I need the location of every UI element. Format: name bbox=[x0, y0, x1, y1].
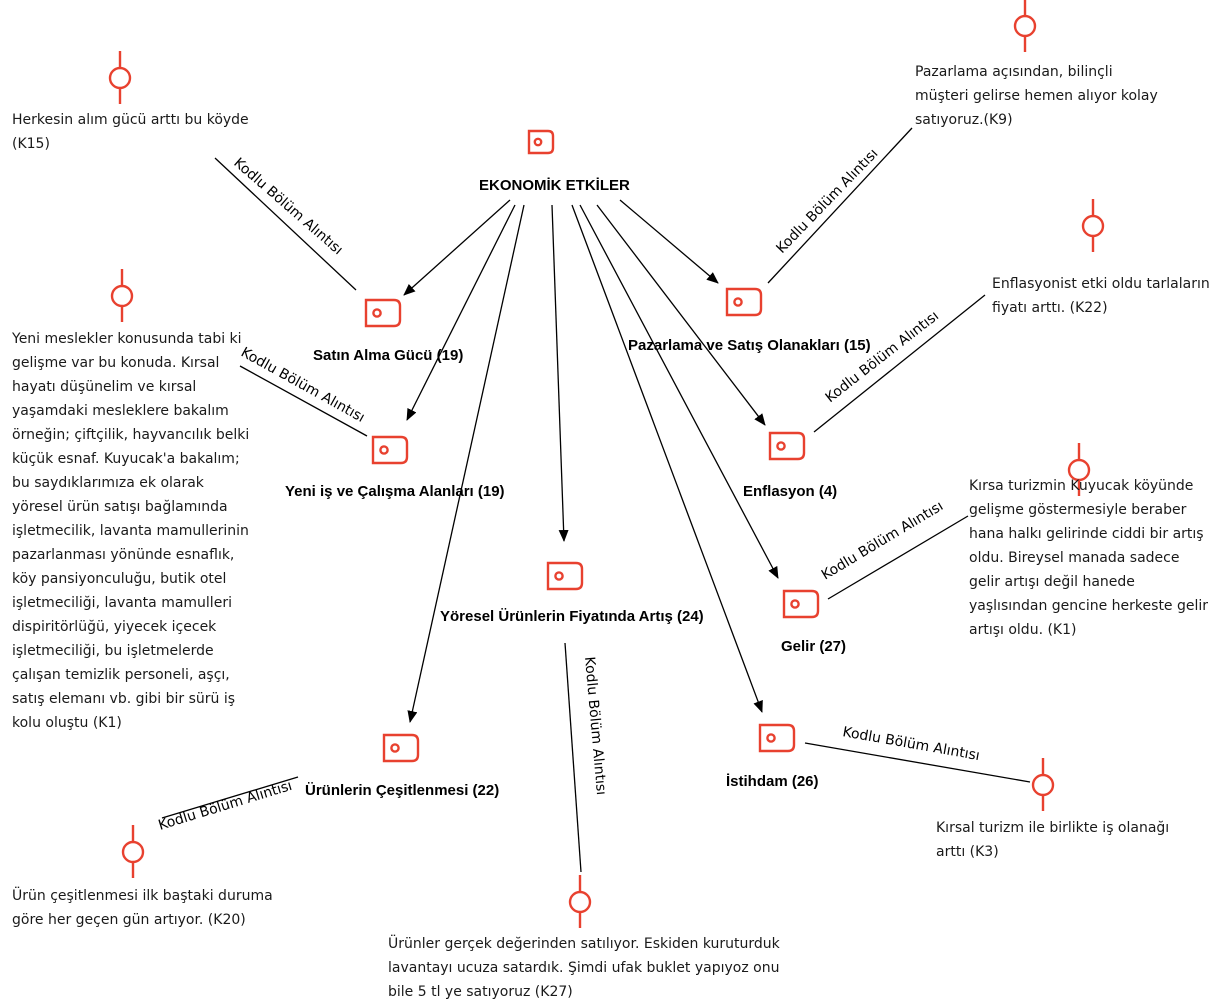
code-title-urun-cesit[interactable]: Ürünlerin Çeşitlenmesi (22) bbox=[305, 782, 499, 799]
code-title-enflasyon[interactable]: Enflasyon (4) bbox=[743, 483, 837, 500]
edge-label-istihdam: Kodlu Bölüm Alıntısı bbox=[841, 724, 981, 764]
link-yoresel bbox=[564, 642, 582, 873]
quote-yeni-is[interactable]: Yeni meslekler konusunda tabi ki gelişme… bbox=[12, 331, 250, 731]
link-pazarlama bbox=[767, 127, 913, 284]
quote-urun-cesit[interactable]: Ürün çeşitlenmesi ilk baştaki duruma gör… bbox=[12, 888, 273, 928]
quote-pin-icon[interactable] bbox=[110, 269, 134, 322]
quote-pin-icon[interactable] bbox=[1067, 443, 1091, 496]
code-icon[interactable] bbox=[364, 298, 402, 328]
arrow-to-yoresel bbox=[551, 204, 569, 542]
code-icon[interactable] bbox=[725, 287, 763, 317]
code-title-satin-alma[interactable]: Satın Alma Gücü (19) bbox=[313, 347, 463, 364]
code-icon[interactable] bbox=[382, 733, 420, 763]
arrow-to-satin-alma bbox=[403, 199, 511, 296]
link-yeni-is bbox=[239, 365, 368, 437]
code-icon[interactable] bbox=[371, 435, 409, 465]
quote-pin-icon[interactable] bbox=[108, 51, 132, 104]
node-titles: EKONOMİK ETKİLER Satın Alma Gücü (19) Pa… bbox=[285, 177, 871, 799]
code-icon[interactable] bbox=[527, 129, 555, 155]
quote-icons bbox=[108, 0, 1105, 928]
edge-label-urun-cesit: Kodlu Bölüm Alıntısı bbox=[156, 778, 294, 834]
link-enflasyon bbox=[813, 294, 986, 433]
code-icon[interactable] bbox=[768, 431, 806, 461]
arrow-to-gelir bbox=[579, 204, 779, 579]
quote-pin-icon[interactable] bbox=[121, 825, 145, 878]
link-urun-cesit bbox=[161, 776, 299, 819]
quote-yoresel[interactable]: Ürünler gerçek değerinden satılıyor. Esk… bbox=[388, 936, 780, 1000]
edge-label-pazarlama: Kodlu Bölüm Alıntısı bbox=[773, 146, 881, 257]
code-title-pazarlama[interactable]: Pazarlama ve Satış Olanakları (15) bbox=[628, 337, 871, 354]
link-istihdam bbox=[804, 742, 1031, 783]
quote-links bbox=[161, 127, 1031, 873]
arrow-to-enflasyon bbox=[596, 204, 766, 426]
relation-arrows bbox=[403, 199, 779, 723]
central-code-title[interactable]: EKONOMİK ETKİLER bbox=[479, 177, 630, 194]
code-title-istihdam[interactable]: İstihdam (26) bbox=[726, 773, 819, 790]
quote-pin-icon[interactable] bbox=[568, 875, 592, 928]
code-title-yoresel[interactable]: Yöresel Ürünlerin Fiyatında Artış (24) bbox=[440, 608, 704, 625]
quote-pin-icon[interactable] bbox=[1081, 199, 1105, 252]
edge-label-satin-alma: Kodlu Bölüm Alıntısı bbox=[230, 155, 345, 258]
edge-label-yoresel: Kodlu Bölüm Alıntısı bbox=[581, 656, 609, 796]
code-icon[interactable] bbox=[758, 723, 796, 753]
link-gelir bbox=[827, 515, 969, 600]
code-title-gelir[interactable]: Gelir (27) bbox=[781, 638, 846, 655]
arrow-to-urun-cesit bbox=[407, 204, 525, 723]
link-satin-alma bbox=[214, 157, 357, 291]
quote-pazarlama[interactable]: Pazarlama açısından, bilinçli müşteri ge… bbox=[915, 64, 1158, 128]
code-icon[interactable] bbox=[546, 561, 584, 591]
code-title-yeni-is[interactable]: Yeni iş ve Çalışma Alanları (19) bbox=[285, 483, 505, 500]
arrow-to-pazarlama bbox=[619, 199, 719, 284]
quote-pin-icon[interactable] bbox=[1031, 758, 1055, 811]
edge-label-enflasyon: Kodlu Bölüm Alıntısı bbox=[823, 308, 942, 406]
code-icons bbox=[364, 129, 820, 763]
quote-satin-alma[interactable]: Herkesin alım gücü arttı bu köyde (K15) bbox=[12, 112, 249, 152]
quote-pin-icon[interactable] bbox=[1013, 0, 1037, 52]
edge-labels: Kodlu Bölüm Alıntısı Kodlu Bölüm Alıntıs… bbox=[156, 146, 980, 834]
arrow-to-yeni-is bbox=[406, 204, 516, 421]
quote-enflasyon[interactable]: Enflasyonist etki oldu tarlaların fiyatı… bbox=[992, 276, 1210, 316]
quote-istihdam[interactable]: Kırsal turizm ile birlikte iş olanağı ar… bbox=[936, 820, 1170, 860]
quote-gelir[interactable]: Kırsa turizmin Kuyucak köyünde gelişme g… bbox=[969, 478, 1209, 638]
arrow-to-istihdam bbox=[571, 204, 763, 713]
code-icon[interactable] bbox=[782, 589, 820, 619]
